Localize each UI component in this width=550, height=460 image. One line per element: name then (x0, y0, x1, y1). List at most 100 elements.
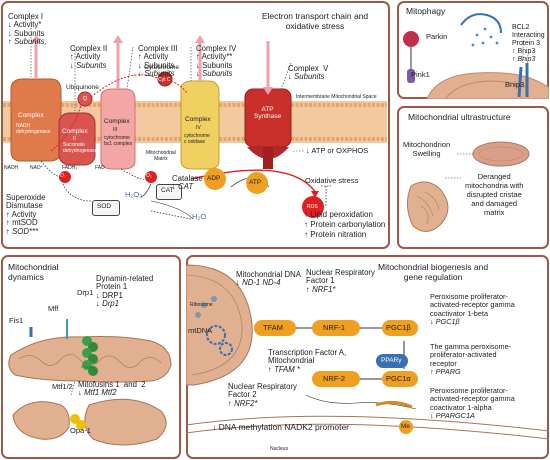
drp1-label: Drp1 (77, 288, 94, 297)
bcl2-text: BCL2 Interacting Protein 3 ↑ Bnip3↑ Bnip… (512, 16, 545, 64)
complex-ii-inner-label: Complex (62, 128, 88, 135)
adp-circle (204, 168, 226, 190)
complex-iii-subunits-gene: ↓ Subunits (138, 69, 175, 78)
complex-v-name: Complex V (288, 63, 329, 73)
cat-box-label: CAT (161, 187, 174, 194)
complex-i-activity: ↓ Activity* (8, 20, 42, 29)
complex-iii-sub: III (113, 127, 118, 133)
nrf2-pill (312, 371, 360, 387)
nadh-label: NADH (4, 165, 19, 171)
me-circle (399, 420, 413, 434)
fadh2-label: FADH₂ (62, 165, 78, 171)
ims-label: Intermembrane Mitochondrial Space (296, 94, 377, 100)
cat-box (156, 184, 182, 200)
complex-v-label: Complex V ↓ Subunits (288, 56, 328, 82)
matrix-label: Mitochondrial Matrix (146, 150, 176, 162)
pgc1a-pill (382, 371, 418, 387)
pink1-label: Pink1 (411, 70, 430, 79)
biogenesis-title: Mitochondrial biogenesis and gene regula… (378, 262, 489, 282)
ppar-label: The gamma peroxisome- proliferator-activ… (430, 341, 512, 368)
complex-iv-sub: IV (196, 125, 201, 131)
parkin-label: Parkin (426, 32, 448, 41)
pgc1a-gene: ↓ PPARGC1A (430, 411, 475, 420)
atp-circle-label: ATP (249, 179, 262, 186)
mff-label: Mff (48, 304, 59, 313)
sod-gene: ↑ SOD*** (6, 226, 39, 236)
complex-iv-activity: ↑ Activity** (196, 52, 233, 61)
ultrastructure-graphic (407, 141, 530, 232)
dynamics-title: Mitochondrial dynamics (8, 262, 59, 282)
adp-label: ADP (207, 175, 221, 182)
ppar-gene: ↑ PPARG (430, 367, 461, 376)
nrf1-pill-label: NRF-1 (323, 323, 346, 332)
atp-oxphos-text: ↓ ATP or OXPHOS (306, 146, 369, 155)
nrf2-gene: ↑ NRF2* (228, 398, 258, 408)
nad-label: NAD⁺ (30, 165, 44, 171)
pgc1b-label: Peroxisome proliferator- activated-recep… (430, 291, 515, 318)
complex-iv-subunits-gene: ↓ Subunits (196, 69, 233, 78)
mitophagy-graphic (403, 13, 549, 99)
complex-iii-label: Complex III ↑ Activity↓ Subunits↓ Subuni… (138, 36, 177, 79)
pgc1a-pill-label: PGC1α (386, 374, 411, 383)
mtdna-label: Mitochondrial DNA (236, 269, 301, 279)
complex-iv-desc: cytochrome c oxidase (184, 133, 210, 145)
pgc1b-pill (382, 320, 418, 336)
mtdna-gene: ↓ ND-1 ND-4 (236, 278, 281, 287)
pgc1b-pill-label: PGC1β (386, 323, 411, 332)
sod-lines: ↑ Activity ↑ mtSOD (6, 209, 38, 227)
o2-label-2: O₂ (146, 173, 152, 179)
pgc1b-text: Peroxisome proliferator- activated-recep… (430, 284, 515, 327)
methylation-text: ↓ DNA methylation NADK2 promoter (212, 422, 349, 432)
complex-iii-name: Complex III (138, 43, 178, 53)
bnip3-label: Bnip3 (505, 80, 525, 89)
nrf2-pill-label: NRF-2 (323, 374, 346, 383)
catalase-gene: ↓ CAT (172, 182, 194, 191)
ultrastructure-title: Mitochondrial ultrastructure (408, 112, 511, 122)
cytochrome-label: Cytochrome (144, 64, 180, 71)
tfam-desc: Transcription Factor A, Mitochondrial (268, 347, 347, 365)
complex-iv-shape (180, 80, 220, 170)
nrf1-gene: ↑ NRF1* (306, 284, 336, 294)
opa1-label: Opa-1 (70, 426, 91, 435)
sod-title: Superoxide Dismutase (6, 192, 46, 210)
pgc1a-label: Peroxisome proliferator- activated-recep… (430, 385, 515, 412)
nrf2-desc: Nuclear Respiratory Factor 2 (228, 381, 297, 399)
complex-iii-desc: cytochrome bc1 complex (104, 135, 133, 147)
pgc1a-text: Peroxisome proliferator- activated-recep… (430, 378, 515, 421)
atp-synthase-label: ATP Synthase (254, 106, 282, 120)
complex-ii-subunits-gene: ↓ Subunits (70, 60, 107, 70)
deranged-label: Deranged mitochondria with disrupted cri… (465, 172, 524, 217)
drp-label: Dynamin-related Protein 1 ↓ DRP1 (96, 273, 154, 300)
complex-i-shape (10, 78, 62, 162)
h2o2-label: H₂O₂ (125, 190, 143, 199)
complex-i-subunits: ↓ Subunits (8, 28, 45, 38)
ros-label: ROS (307, 204, 318, 210)
complex-i-desc: NADH dehydrogenase (16, 123, 51, 135)
complex-ii-activity: ↑ Activity (70, 52, 101, 61)
o2-circle-2 (145, 171, 157, 183)
drp-gene: ↓ Drp1 (96, 299, 119, 308)
complex-iii-inner-label: Complex (104, 118, 130, 125)
bcl2-gene: ↑ Bnip3 (512, 56, 536, 63)
mtdna-label-inner: mtDNA (188, 326, 213, 335)
complex-iii-shape (100, 88, 136, 170)
q-label: Q (83, 96, 87, 102)
ros-circle (302, 196, 324, 218)
complex-iv-inner-label: Complex (185, 116, 211, 123)
h2o-label: H₂O (192, 212, 207, 221)
etc-title: Electron transport chain and oxidative s… (261, 11, 369, 31)
ubiquinone-label: Ubiquinone (66, 84, 99, 91)
ppar-pill (376, 354, 408, 368)
cyt-c-shape (157, 71, 173, 87)
o2-label-1: O₂ (60, 173, 66, 179)
ppar-pill-label: PPARγ (381, 357, 402, 364)
catalase-label: Catalase (172, 173, 203, 183)
nrf1-label: Nuclear Respiratory Factor 1 (306, 267, 375, 285)
complex-iv-subunits: ↓ Subunits (196, 60, 233, 70)
mtf-label: Mtf1/2 (52, 382, 73, 391)
drp-text: Dynamin-related Protein 1 ↓ DRP1↓ Drp1 (96, 266, 153, 309)
mfn-label: Mitofusins 1 and 2 (78, 379, 146, 389)
sod-text: Superoxide Dismutase↑ Activity ↑ mtSOD↑ … (6, 185, 45, 236)
complex-i-name: Complex I (8, 11, 44, 21)
cyt-c-label: Cyt C (158, 77, 171, 83)
